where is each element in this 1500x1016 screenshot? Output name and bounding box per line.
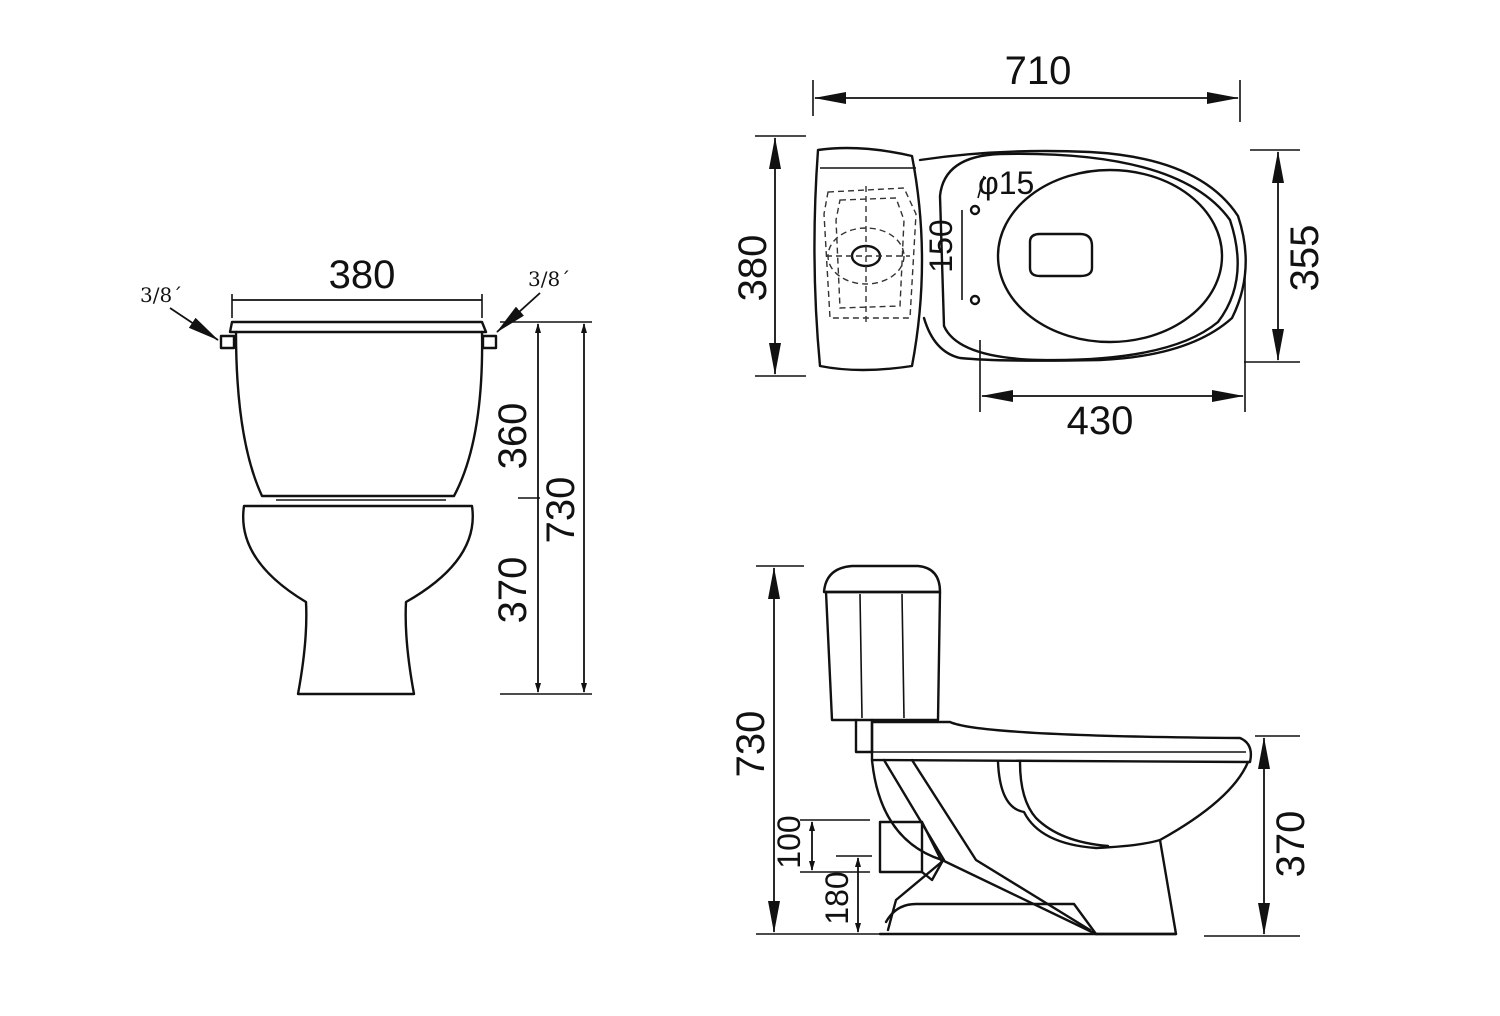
front-dim-380-label: 380 [329,253,396,297]
front-inlet-right-label: 3/8´ [528,267,570,291]
top-seat-inner [996,168,1224,344]
side-dim-730-label: 730 [729,711,773,778]
side-tank-body [824,590,942,722]
top-seat-outer [938,152,1239,362]
side-outlet [878,820,924,874]
side-dim-100-label: 100 [771,815,807,868]
top-dim-150-label: 150 [923,219,959,272]
front-inlet-left-label: 3/8´ [140,283,182,307]
top-bowl-opening [1028,232,1094,278]
front-bowl [242,504,474,696]
front-dim-730-label: 730 [539,477,583,544]
top-bolt-hole-label: φ15 [978,165,1034,201]
side-tank-lid [822,564,942,594]
top-tank [813,146,924,372]
front-inlet-left [219,334,236,350]
front-view: 380 3/8´ 3/8´ 360 370 730 [140,253,592,696]
front-tank-body [234,330,484,498]
front-dim-360-label: 360 [491,403,535,470]
top-view: 150 φ15 710 380 355 430 [731,49,1327,443]
side-dim-180-label: 180 [819,871,855,924]
top-dim-710-label: 710 [1005,49,1072,93]
top-dim-355-label: 355 [1283,225,1327,292]
top-dim-380-label: 380 [731,235,775,302]
top-dim-430-label: 430 [1067,399,1134,443]
front-dim-370-label: 370 [491,557,535,624]
front-inlet-right [481,334,498,350]
side-seat [870,720,1253,764]
side-dim-370-label: 370 [1269,811,1313,878]
top-bowl-outer [918,149,1247,362]
side-view: 730 100 180 370 [729,564,1313,937]
front-tank-lid [228,320,488,334]
